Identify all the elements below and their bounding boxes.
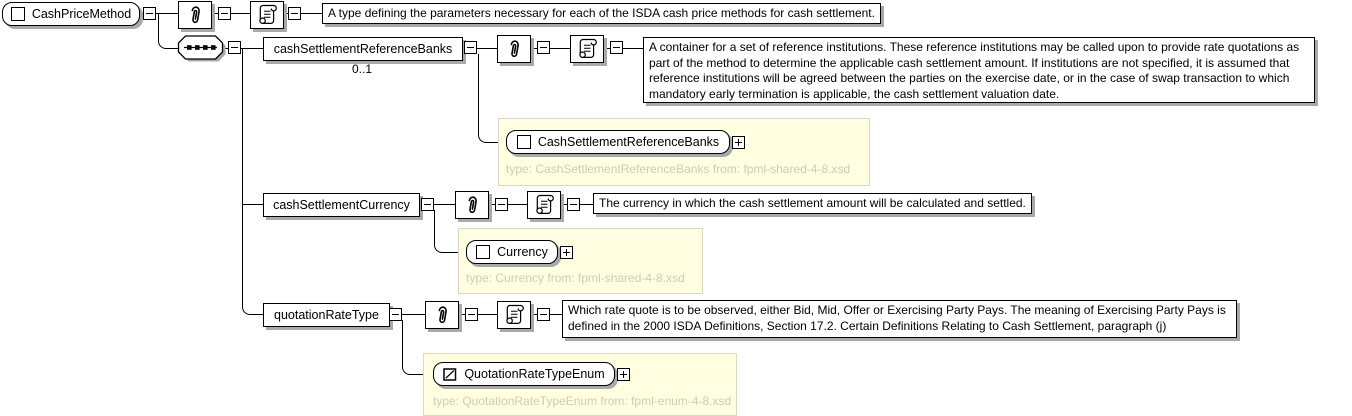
connector-child3-to-type: [402, 320, 434, 375]
annotation-text-cashsettlementreferencebanks: A container for a set of reference insti…: [643, 37, 1315, 103]
complex-type-icon: [516, 135, 531, 149]
expand-button[interactable]: [560, 246, 573, 259]
element-box-cashsettlementreferencebanks[interactable]: cashSettlementReferenceBanks: [263, 37, 463, 61]
attributes-box: [497, 35, 531, 63]
element-label: cashSettlementCurrency: [273, 198, 410, 212]
collapse-button[interactable]: [610, 41, 623, 54]
paperclip-icon: [438, 306, 447, 324]
global-type-box-cashsettlementreferencebanks[interactable]: CashSettlementReferenceBanks: [506, 130, 730, 154]
collapse-button[interactable]: [228, 41, 241, 54]
annotation-scroll-icon: [536, 194, 554, 215]
attributes-box: [455, 191, 489, 219]
global-type-label: CashSettlementReferenceBanks: [537, 135, 720, 149]
collapse-button[interactable]: [537, 41, 550, 54]
connector-root-row: [140, 13, 322, 14]
annotation-text-cashsettlementcurrency: The currency in which the cash settlemen…: [593, 193, 1032, 214]
connector-child1-to-type: [478, 54, 508, 143]
simple-type-icon: [443, 367, 457, 381]
type-note: type: QuotationRateTypeEnum from: fpml-e…: [433, 394, 732, 408]
element-box-quotationratetype[interactable]: quotationRateType: [263, 303, 390, 327]
global-type-box-currency[interactable]: Currency: [466, 240, 558, 264]
type-note: type: Currency from: fpml-shared-4-8.xsd: [466, 271, 685, 285]
attributes-box: [178, 1, 212, 29]
element-box-cashsettlementcurrency[interactable]: cashSettlementCurrency: [263, 193, 420, 217]
annotation-scroll-icon: [506, 304, 524, 325]
type-container-currency: [458, 228, 703, 294]
type-note: type: CashSettlementReferenceBanks from:…: [506, 162, 851, 176]
paperclip-icon: [191, 6, 200, 24]
cardinality-label: 0..1: [351, 62, 372, 76]
annotation-scroll-icon: [579, 38, 597, 59]
collapse-button[interactable]: [567, 198, 580, 211]
annotation-box-icon-frame: [527, 191, 561, 219]
collapse-button[interactable]: [495, 198, 508, 211]
connector-root-to-sequence: [158, 13, 179, 49]
collapse-button[interactable]: [465, 308, 478, 321]
collapse-button[interactable]: [143, 7, 156, 20]
complex-type-icon: [10, 7, 25, 21]
expand-button[interactable]: [617, 368, 630, 381]
global-type-label: Currency: [497, 245, 548, 259]
element-label: cashSettlementReferenceBanks: [273, 42, 453, 56]
attributes-box: [425, 301, 459, 329]
global-type-box-quotationratetypeenum[interactable]: QuotationRateTypeEnum: [433, 362, 615, 386]
annotation-scroll-icon: [259, 4, 277, 25]
complex-type-icon: [476, 245, 491, 259]
annotation-box-icon-frame: [497, 301, 531, 329]
connector-child3-row: [250, 314, 562, 315]
collapse-button[interactable]: [421, 198, 434, 211]
root-element-label: CashPriceMethod: [31, 7, 132, 21]
annotation-box-icon-frame: [570, 35, 604, 63]
collapse-button[interactable]: [537, 308, 550, 321]
connector-sequence-trunk: [242, 48, 264, 315]
global-type-label: QuotationRateTypeEnum: [464, 367, 605, 381]
collapse-button[interactable]: [218, 7, 231, 20]
collapse-button[interactable]: [464, 41, 477, 54]
paperclip-icon: [468, 196, 477, 214]
collapse-button[interactable]: [288, 7, 301, 20]
collapse-button[interactable]: [389, 308, 402, 321]
root-annotation-text: A type defining the parameters necessary…: [322, 3, 881, 24]
element-label: quotationRateType: [274, 308, 379, 322]
annotation-text-quotationratetype: Which rate quote is to be observed, eith…: [562, 300, 1237, 338]
root-element-box[interactable]: CashPriceMethod: [2, 2, 140, 26]
sequence-compositor-icon[interactable]: [177, 35, 228, 65]
expand-button[interactable]: [732, 136, 745, 149]
connector-child2-to-type: [434, 210, 467, 253]
annotation-box-icon-frame: [250, 1, 284, 29]
paperclip-icon: [510, 40, 519, 58]
